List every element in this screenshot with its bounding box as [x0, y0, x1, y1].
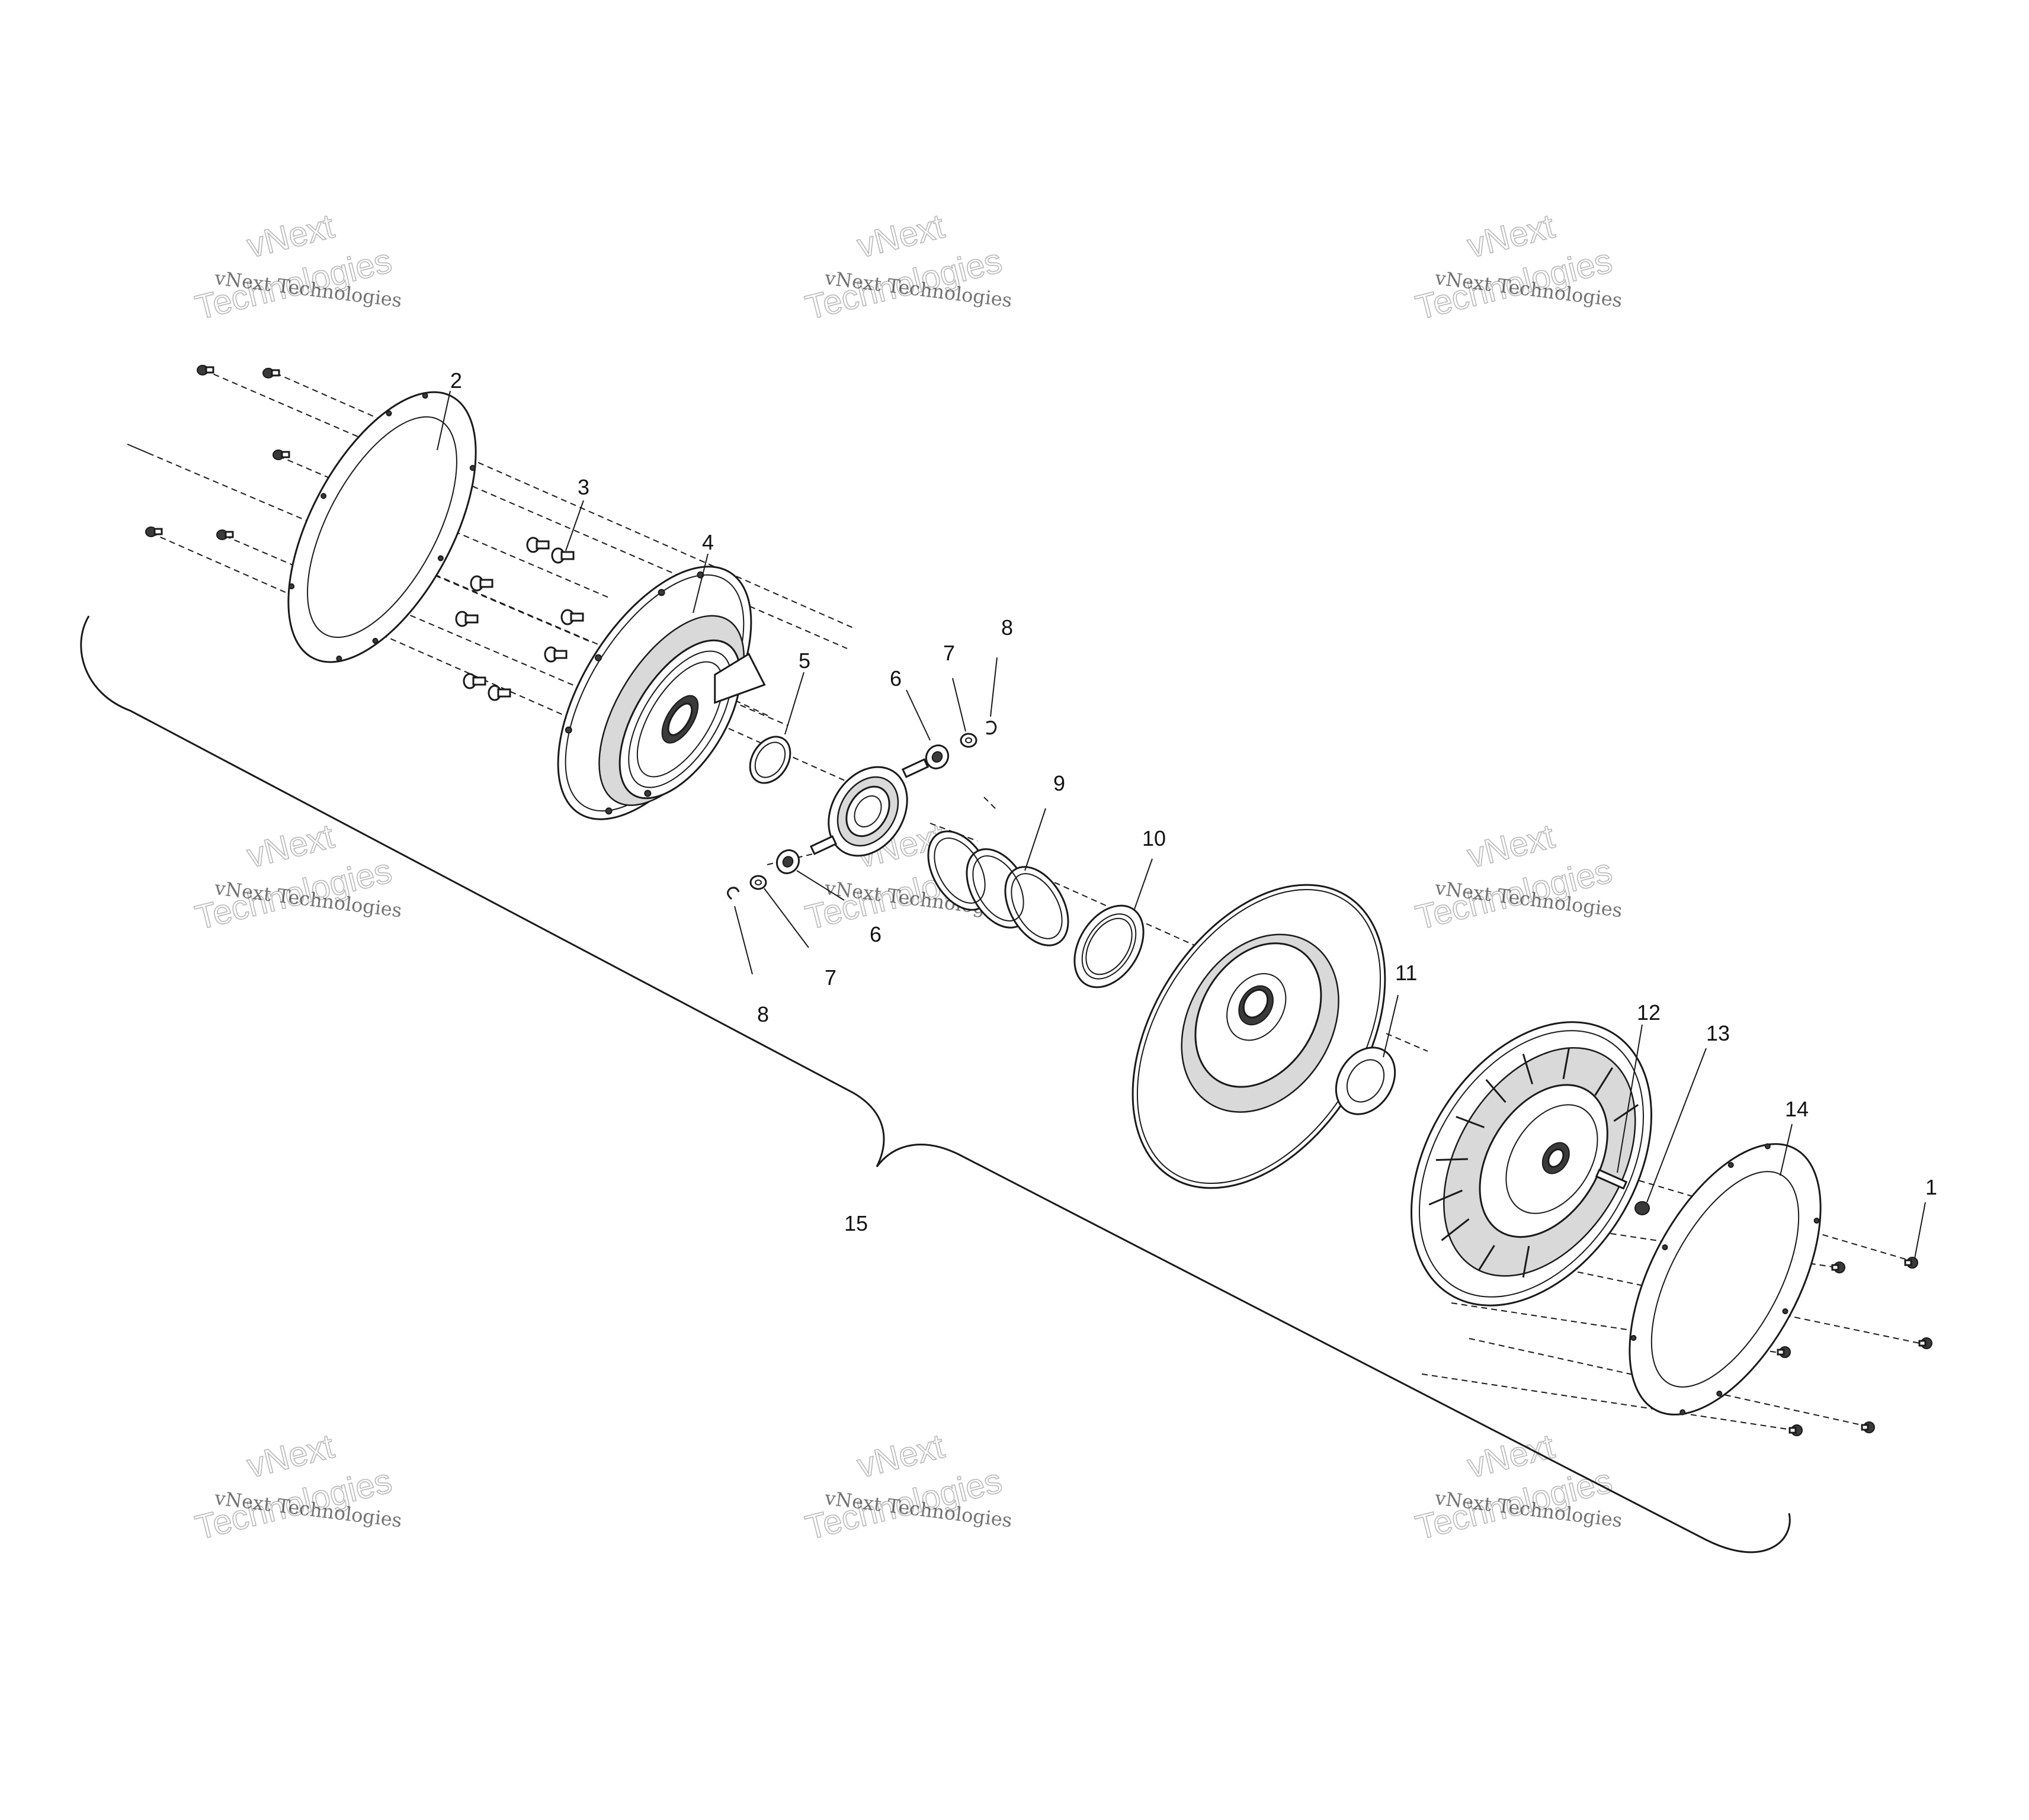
callout-6-upper: 6: [890, 666, 902, 691]
bolt-icon: [551, 547, 575, 564]
part-7-washer-lower: [749, 875, 767, 890]
part-12-pin: [1595, 1169, 1628, 1190]
part-ribbed-sheave: [1410, 1021, 1653, 1307]
screw-icon: [1918, 1337, 1932, 1349]
callout-15: 15: [844, 1211, 868, 1235]
central-hub: [828, 766, 908, 857]
callout-8-upper: 8: [1001, 615, 1013, 640]
bolt-icon: [463, 673, 486, 689]
watermark-3: vNext Technologies vNext Technologies: [1411, 206, 1623, 328]
screw-icon: [1831, 1262, 1845, 1273]
callout-1: 1: [1925, 1175, 1937, 1199]
part-3-bolts: [455, 537, 584, 701]
bolt-icon: [455, 611, 479, 627]
callout-2: 2: [450, 368, 462, 393]
watermark-7: vNext Technologies vNext Technologies: [191, 1426, 403, 1548]
bolt-icon: [544, 646, 568, 663]
callout-3: 3: [578, 475, 589, 499]
screw-icon: [1788, 1424, 1803, 1436]
part-2-gasket: [287, 391, 477, 663]
watermark-4: vNext Technologies vNext Technologies: [191, 816, 403, 938]
callout-12: 12: [1637, 1000, 1661, 1025]
callout-6-lower: 6: [870, 922, 882, 946]
screw-icon: [216, 529, 234, 540]
part-5-ring: [749, 736, 791, 784]
hub-arm-lower: [809, 835, 838, 855]
part-8-clip-upper: [986, 720, 997, 735]
watermark-2: vNext Technologies vNext Technologies: [801, 206, 1013, 328]
bolt-icon: [526, 537, 550, 553]
screw-icon: [1777, 1346, 1791, 1358]
callouts: 1 2 3 4 5 6 6 7 7 8 8 9 10 11 12 13 14 1…: [450, 368, 1937, 1235]
bolt-icon: [470, 575, 493, 592]
callout-5: 5: [799, 649, 810, 673]
callout-14: 14: [1785, 1097, 1809, 1121]
screw-icon: [273, 450, 290, 460]
callout-9: 9: [1053, 771, 1065, 795]
screw-icon: [1861, 1421, 1875, 1433]
part-8-clip-lower: [727, 887, 740, 900]
callout-11: 11: [1395, 961, 1417, 985]
part-1-screws: [1777, 1257, 1932, 1436]
part-9-spring: [927, 830, 1069, 946]
part-7-washer-upper: [960, 733, 977, 748]
watermark-1: vNext Technologies vNext Technologies: [191, 206, 403, 328]
hub-arm-upper: [901, 758, 929, 778]
screw-icon: [262, 368, 280, 378]
watermark-8: vNext Technologies vNext Technologies: [801, 1426, 1013, 1548]
bolt-icon: [560, 609, 584, 625]
part-6-roller-upper: [925, 744, 950, 769]
assembly-bracket: [80, 615, 1791, 1553]
part-4-housing: [557, 566, 766, 820]
watermark-9: vNext Technologies vNext Technologies: [1411, 1426, 1623, 1548]
callout-13: 13: [1706, 1021, 1730, 1045]
part-13-nut: [1634, 1201, 1650, 1215]
bolt-icon: [488, 685, 511, 701]
part-6-roller-lower: [775, 849, 800, 874]
part-14-gasket: [1629, 1143, 1822, 1415]
leader-lines: [437, 390, 1926, 1259]
callout-8-lower: 8: [757, 1002, 769, 1026]
callout-7-lower: 7: [825, 965, 836, 990]
part-10-ring: [1073, 904, 1145, 988]
watermark-6: vNext Technologies vNext Technologies: [1411, 816, 1623, 938]
screw-icon: [1904, 1257, 1918, 1269]
callout-7-upper: 7: [943, 641, 955, 665]
screw-icon: [145, 527, 163, 537]
screw-icon: [197, 365, 214, 375]
callout-10: 10: [1142, 826, 1166, 850]
callout-4: 4: [702, 530, 714, 554]
part-sheave: [1132, 884, 1386, 1189]
fasteners-left: [145, 365, 290, 540]
